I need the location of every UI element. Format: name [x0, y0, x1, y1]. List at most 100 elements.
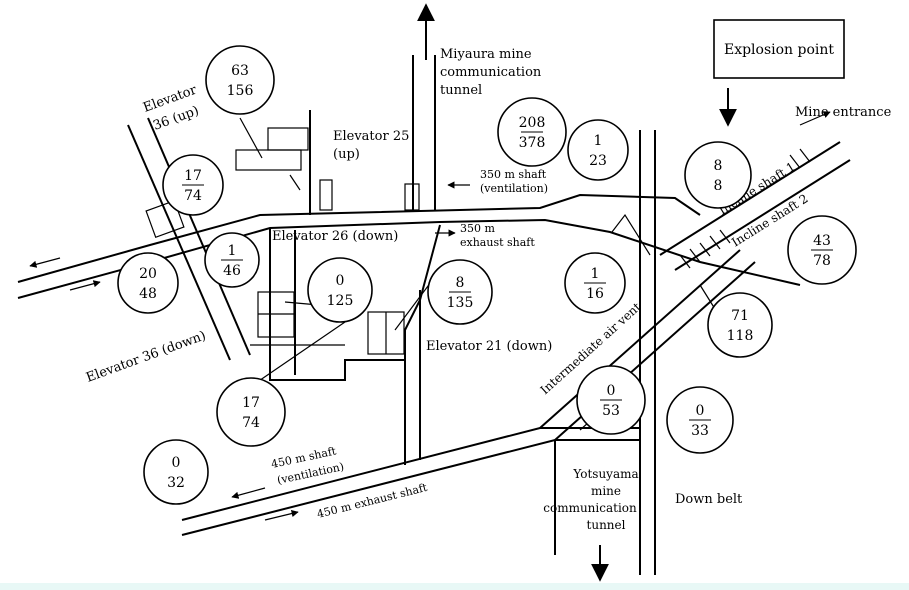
explosion-point-label: Explosion point [724, 42, 834, 58]
count-top: 8 [714, 158, 723, 174]
count-top: 0 [696, 403, 705, 419]
count-circle-outline [707, 292, 773, 358]
count-8-8: 88 [684, 141, 752, 209]
count-bottom: 33 [691, 423, 709, 439]
count-top: 17 [184, 168, 202, 184]
count-top: 0 [172, 455, 181, 471]
count-circle-outline [117, 252, 179, 314]
hatch-1 [679, 254, 691, 269]
count-bottom: 53 [602, 403, 620, 419]
elevator-21-label: Elevator 21 (down) [426, 339, 552, 354]
count-bottom: 135 [447, 295, 474, 311]
hatch-4 [709, 235, 721, 250]
elevator-36-junction-box [145, 199, 185, 239]
count-top: 43 [813, 233, 831, 249]
elevator-25-label-1: Elevator 25 [333, 129, 409, 144]
elevator-25-block-mid [235, 149, 302, 171]
air-vent-top-wall [539, 249, 741, 429]
count-bottom: 74 [184, 188, 202, 204]
count-bottom: 23 [589, 153, 607, 169]
main-gallery-bottom [17, 218, 801, 299]
shaft-350-post [404, 183, 420, 211]
count-circle-outline [307, 257, 373, 323]
yotsuyama-label-4: tunnel [587, 518, 626, 532]
count-top: 20 [139, 266, 157, 282]
miyaura-label-2: communication [440, 65, 542, 80]
incline-hatching [679, 148, 811, 269]
hatch-7 [799, 148, 811, 163]
count-top: 1 [591, 266, 600, 282]
exhaust-450-arrow-right [264, 510, 299, 521]
count-1-46: 146 [204, 232, 260, 288]
count-1-16: 116 [564, 252, 626, 314]
count-bottom: 156 [227, 83, 254, 99]
hatch-2 [689, 248, 701, 263]
elevator-36-right-wall [147, 117, 251, 356]
junction-lines [611, 213, 651, 256]
elevator-36-down-label: Elevator 36 (down) [84, 328, 208, 385]
down-belt-label: Down belt [675, 492, 743, 507]
elevator-25-label-2: (up) [333, 147, 360, 162]
shaft-350-vent-label-1: 350 m shaft [480, 168, 547, 181]
elevator-36-left-wall [127, 124, 231, 361]
yotsuyama-label-2: mine [591, 484, 621, 498]
count-top: 208 [519, 115, 546, 131]
bottom-strip [0, 583, 909, 590]
count-0-32: 032 [143, 439, 209, 505]
mine-entrance-label: Mine entrance [795, 105, 892, 120]
central-workings-outline [269, 224, 441, 381]
miyaura-label-3: tunnel [440, 83, 482, 98]
count-bottom: 125 [327, 293, 354, 309]
count-0-53: 053 [576, 365, 646, 435]
count-top: 17 [242, 395, 260, 411]
exhaust-450-arrow-left [231, 487, 266, 499]
count-circle-outline [205, 45, 275, 115]
count-bottom: 378 [519, 135, 546, 151]
count-circle-outline [216, 377, 286, 447]
hatch-3 [699, 242, 711, 257]
elevator-25-block-top [267, 127, 309, 151]
shaft-350-exhaust-label-2: exhaust shaft [460, 236, 535, 249]
count-top: 1 [594, 133, 603, 149]
leader-63-156 [239, 117, 263, 159]
yotsuyama-label-1: Yotsuyama [572, 467, 638, 481]
count-top: 63 [231, 63, 249, 79]
leader-17-74 [249, 321, 346, 388]
count-bottom: 74 [242, 415, 260, 431]
count-top: 0 [607, 383, 616, 399]
yotsuyama-label-3: communication [543, 501, 637, 515]
count-bottom: 16 [586, 286, 604, 302]
count-bottom: 32 [167, 475, 185, 491]
flow-arrow-left [29, 257, 61, 268]
elevator-26-label: Elevator 26 (down) [272, 229, 398, 244]
count-bottom: 48 [139, 286, 157, 302]
main-gallery-top [17, 193, 701, 283]
count-0-33: 033 [666, 386, 734, 454]
count-1-23: 123 [567, 119, 629, 181]
elevator-25-post [319, 179, 333, 211]
count-top: 71 [731, 308, 749, 324]
count-top: 1 [228, 243, 237, 259]
hatch-5 [719, 229, 731, 244]
count-circle-outline [684, 141, 752, 209]
count-bottom: 118 [727, 328, 754, 344]
count-bottom: 46 [223, 263, 241, 279]
elevator-25-ramp [289, 174, 301, 191]
count-circle-outline [143, 439, 209, 505]
incline-shaft-1-wall [659, 141, 841, 256]
mine-entrance-arrow [799, 111, 831, 126]
count-top: 8 [456, 275, 465, 291]
shaft-350-exhaust-label-1: 350 m [460, 222, 495, 235]
flow-arrow-right [69, 280, 101, 291]
miyaura-label-1: Miyaura mine [440, 47, 532, 62]
